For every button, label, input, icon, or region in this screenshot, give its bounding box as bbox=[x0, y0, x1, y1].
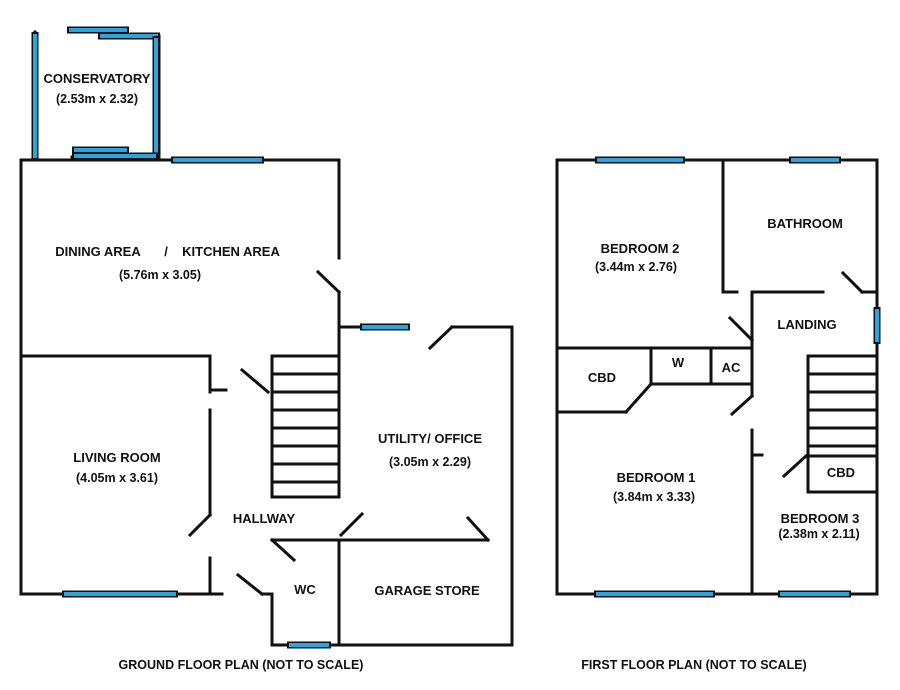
utility-office-label: UTILITY/ OFFICE bbox=[378, 431, 482, 446]
cbd-left-label: CBD bbox=[588, 370, 616, 385]
dining-area-label: DINING AREA bbox=[55, 244, 141, 259]
bedroom2-size: (3.44m x 2.76) bbox=[595, 260, 677, 274]
hallway-label: HALLWAY bbox=[233, 511, 296, 526]
dining-kitchen-size: (5.76m x 3.05) bbox=[119, 268, 201, 282]
w-label: W bbox=[672, 355, 685, 370]
dining-kitchen-divider: / bbox=[164, 244, 168, 259]
bedroom2-label: BEDROOM 2 bbox=[601, 241, 680, 256]
utility-office-size: (3.05m x 2.29) bbox=[389, 455, 471, 469]
kitchen-area-label: KITCHEN AREA bbox=[182, 244, 280, 259]
living-room-size: (4.05m x 3.61) bbox=[76, 471, 158, 485]
bedroom1-size: (3.84m x 3.33) bbox=[613, 490, 695, 504]
first-floor-caption: FIRST FLOOR PLAN (NOT TO SCALE) bbox=[581, 658, 806, 672]
bedroom3-size: (2.38m x 2.11) bbox=[778, 527, 859, 541]
ground-floor-caption: GROUND FLOOR PLAN (NOT TO SCALE) bbox=[119, 658, 364, 672]
conservatory-size: (2.53m x 2.32) bbox=[56, 92, 138, 106]
ac-label: AC bbox=[722, 360, 741, 375]
ground-floor-walls bbox=[19, 158, 514, 647]
conservatory-label: CONSERVATORY bbox=[44, 71, 151, 86]
ground-floor-plan: CONSERVATORY (2.53m x 2.32) DINING AREA … bbox=[19, 26, 514, 672]
first-floor-windows bbox=[594, 156, 881, 598]
ground-floor-windows bbox=[31, 26, 410, 649]
landing-label: LANDING bbox=[777, 317, 836, 332]
living-room-label: LIVING ROOM bbox=[73, 450, 160, 465]
bedroom3-label: BEDROOM 3 bbox=[781, 511, 860, 526]
cbd-right-label: CBD bbox=[827, 465, 855, 480]
first-floor-walls bbox=[555, 158, 879, 596]
bathroom-label: BATHROOM bbox=[767, 216, 843, 231]
wc-label: WC bbox=[294, 582, 316, 597]
first-floor-plan: BEDROOM 2 (3.44m x 2.76) BATHROOM LANDIN… bbox=[555, 156, 881, 672]
garage-store-label: GARAGE STORE bbox=[374, 583, 480, 598]
bedroom1-label: BEDROOM 1 bbox=[617, 470, 696, 485]
